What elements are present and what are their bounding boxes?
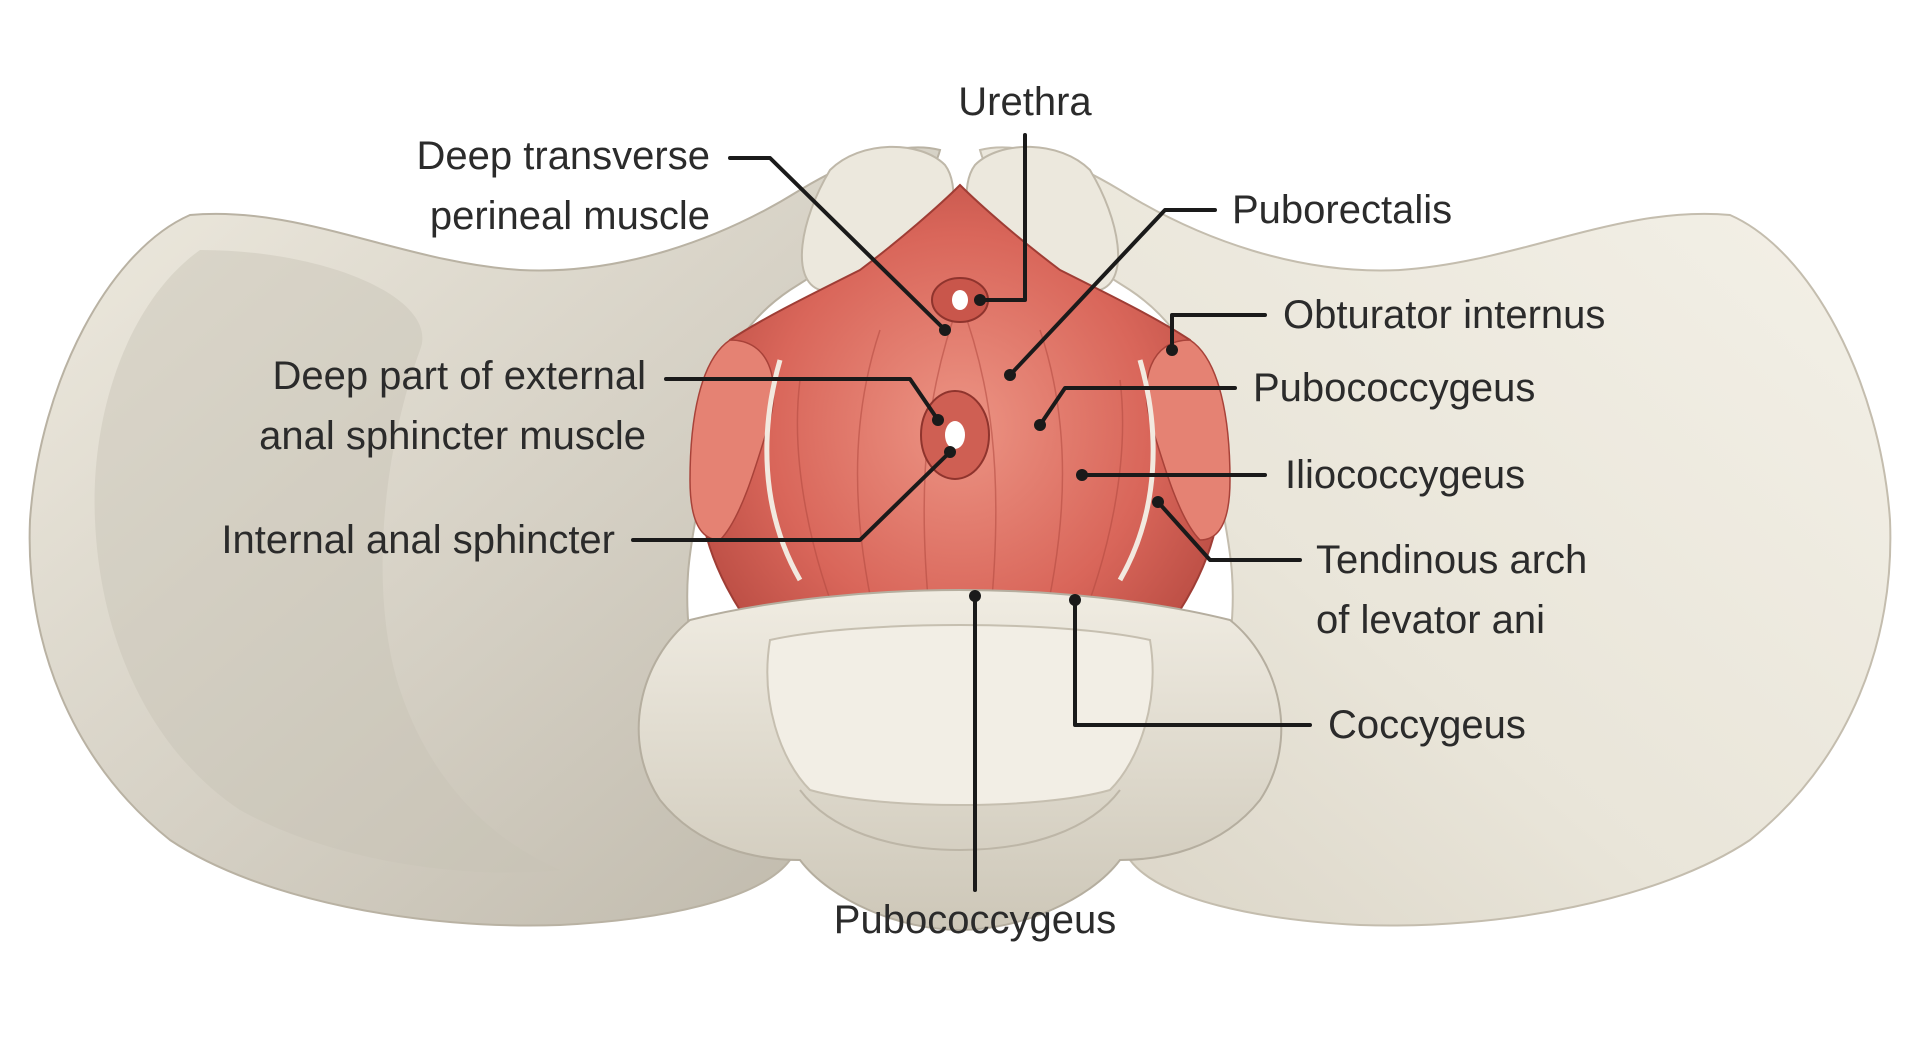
label-coccygeus: Coccygeus — [1328, 703, 1526, 747]
pubococcygeus-right-leader — [1038, 386, 1237, 427]
label-puborectalis: Puborectalis — [1232, 188, 1453, 232]
urethra-leader — [978, 133, 1027, 302]
obturator-leader — [1170, 313, 1267, 352]
label-tendinous-arch-of-levator-ani: Tendinous arch of levator ani — [1316, 538, 1588, 642]
label-pubococcygeus-bottom: Pubococcygeus — [833, 898, 1117, 942]
label-pubococcygeus-right: Pubococcygeus — [1253, 366, 1536, 410]
internal-anal-sphincter-leader — [631, 450, 952, 542]
label-obturator-internus: Obturator internus — [1283, 293, 1606, 337]
label-iliococcygeus: Iliococcygeus — [1285, 453, 1526, 497]
puborectalis-leader — [1008, 208, 1217, 377]
label-urethra: Urethra — [958, 80, 1092, 124]
label-deep-transverse-perineal-muscle: Deep transverse perineal muscle — [416, 134, 710, 238]
deep-transverse-leader — [728, 156, 947, 332]
label-internal-anal-sphincter: Internal anal sphincter — [221, 518, 615, 562]
coccygeus-leader — [1073, 598, 1312, 727]
tendinous-arch-leader — [1156, 500, 1302, 562]
label-deep-external-anal-sphincter: Deep part of external anal sphincter mus… — [259, 354, 646, 458]
external-anal-sphincter-leader — [664, 377, 940, 422]
